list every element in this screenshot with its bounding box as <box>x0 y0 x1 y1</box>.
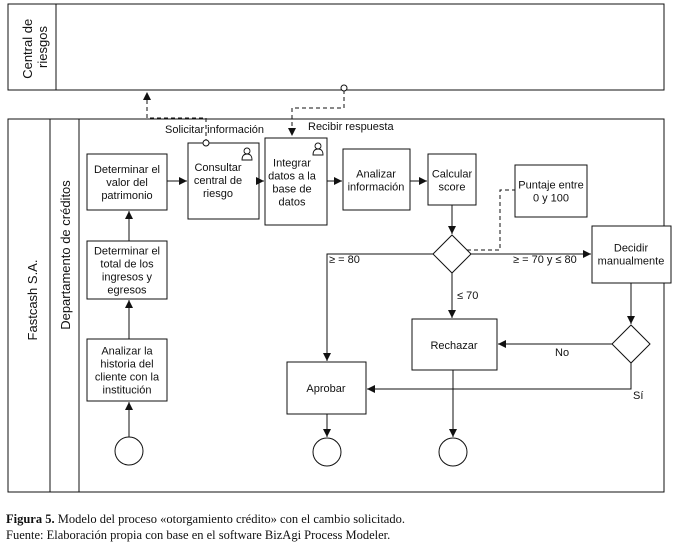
task-aprobar: Aprobar <box>286 361 367 415</box>
task-rechazar: Rechazar <box>411 318 498 371</box>
annotation-association <box>467 189 515 251</box>
message-start-marker <box>202 139 210 147</box>
user-icon <box>241 147 253 161</box>
sequence-flows <box>125 177 635 437</box>
pool-central-riesgos: Central de riesgos <box>7 3 665 91</box>
start-event <box>114 436 144 466</box>
condition-ge80: ≥ = 80 <box>329 254 360 266</box>
process-diagram: Central de riesgos Fastcash S.A. Departa… <box>7 3 672 493</box>
condition-si: Sí <box>633 390 643 402</box>
caption-label: Figura 5. <box>6 512 55 526</box>
pool-central-title: Central de riesgos <box>20 15 50 79</box>
user-icon <box>312 142 324 156</box>
figure-caption: Figura 5. Modelo del proceso «otorgamien… <box>6 511 676 543</box>
svg-text:Rechazar: Rechazar <box>430 340 477 352</box>
svg-text:Aprobar: Aprobar <box>306 383 345 395</box>
message-flows <box>143 90 345 143</box>
condition-between: ≥ = 70 y ≤ 80 <box>513 254 577 266</box>
condition-no: No <box>555 347 569 359</box>
end-event-rechazar <box>438 437 468 467</box>
message-label-recibir: Recibir respuesta <box>308 121 394 133</box>
message-start-marker <box>340 84 348 92</box>
lane-departamento-title: Departamento de créditos <box>58 180 73 330</box>
pool-fastcash-title: Fastcash S.A. <box>25 260 40 341</box>
end-event-aprobar <box>312 437 342 467</box>
message-label-solicitar: Solicitar información <box>165 124 264 136</box>
caption-source: Fuente: Elaboración propia con base en e… <box>6 528 391 542</box>
caption-text: Modelo del proceso «otorgamiento crédito… <box>54 512 405 526</box>
condition-le70: ≤ 70 <box>457 290 478 302</box>
